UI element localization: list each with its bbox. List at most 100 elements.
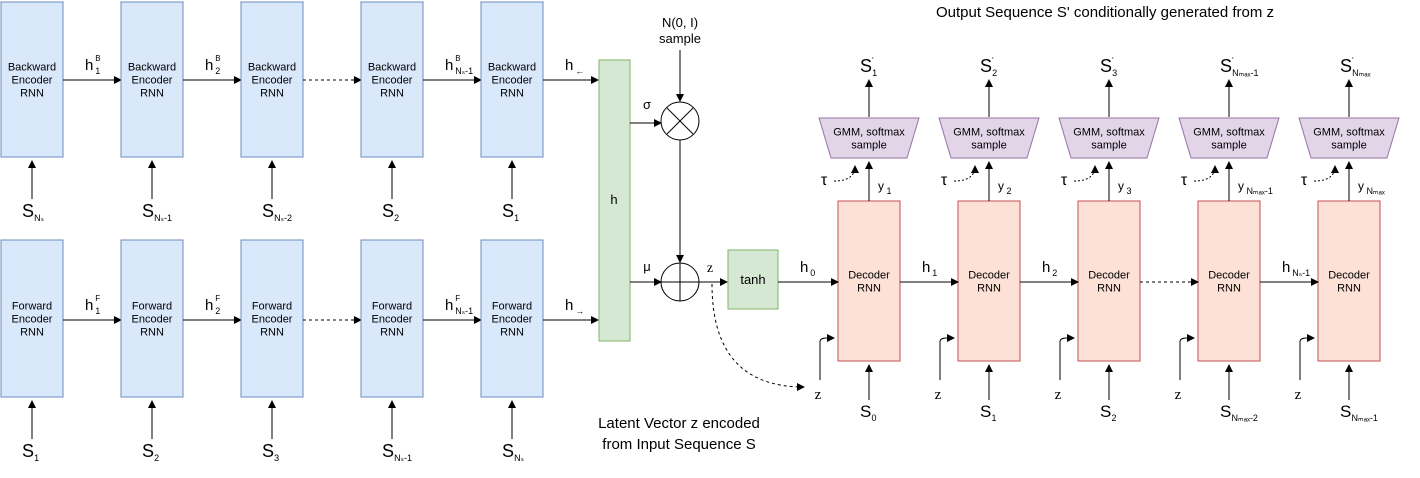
decoder-z-4: z xyxy=(1175,387,1182,403)
output-s-5-sub: Nₘₐₓ xyxy=(1352,68,1370,78)
forward-hidden-2-sup: F xyxy=(215,294,220,303)
forward-hidden-4-sub: Nₛ-1 xyxy=(455,306,473,316)
decoder-z-1: z xyxy=(815,387,822,403)
tau-label-5: τ xyxy=(1301,172,1308,189)
decoder-5-label-line-1: Decoder xyxy=(1328,269,1370,281)
backward-hidden-2-sup: B xyxy=(215,54,220,63)
backward-hidden-5-sub: ← xyxy=(575,66,584,76)
h-block xyxy=(598,59,631,342)
backward-hidden-1-main: h xyxy=(85,57,93,74)
backward-input-1-main: S xyxy=(22,201,34,221)
mu-label: μ xyxy=(643,259,651,274)
decoder-5-label-line-2: RNN xyxy=(1337,282,1361,294)
gmm-block-2-label-line-1: GMM, softmax xyxy=(953,126,1025,138)
decoder-z-5: z xyxy=(1295,387,1302,403)
backward-encoder-5-label-line-2: Encoder xyxy=(492,74,533,86)
backward-encoder-5-label-line-1: Backward xyxy=(488,61,536,73)
decoder-1-label-line-1: Decoder xyxy=(848,269,890,281)
forward-hidden-2-main: h xyxy=(205,297,213,314)
backward-hidden-5-main: h xyxy=(565,57,573,74)
output-s-1-sup: ' xyxy=(872,56,874,65)
forward-hidden-1-main: h xyxy=(85,297,93,314)
noise-label-line1: N(0, I) xyxy=(662,15,698,30)
decoder-hidden-3-sub: 2 xyxy=(1052,268,1057,278)
backward-input-2-main: S xyxy=(142,201,154,221)
decoder-input-4-sub: Nₘₐₓ-2 xyxy=(1232,413,1258,423)
decoder-output-y-4-sub: Nₘₐₓ-1 xyxy=(1246,186,1272,196)
output-s-2-sub: 2 xyxy=(992,68,997,78)
tau-label-2: τ xyxy=(941,172,948,189)
output-s-3: S'3 xyxy=(1100,56,1117,78)
decoder-1 xyxy=(837,200,901,362)
forward-hidden-1-sub: 1 xyxy=(95,306,100,316)
tau-label-3: τ xyxy=(1061,172,1068,189)
tau-arrow-3 xyxy=(1073,165,1099,182)
decoder-input-5-main: S xyxy=(1340,402,1351,421)
gmm-block-4 xyxy=(1178,117,1280,159)
backward-hidden-4-sub: Nₛ-1 xyxy=(455,66,473,76)
forward-input-3-sub: 3 xyxy=(274,453,279,463)
forward-input-4-sub: Nₛ-1 xyxy=(394,453,412,463)
forward-encoder-4-label-line-2: Encoder xyxy=(372,313,413,325)
output-s-4-main: S xyxy=(1220,56,1232,76)
backward-encoder-5-label-line-3: RNN xyxy=(500,87,524,99)
forward-input-2-sub: 2 xyxy=(154,453,159,463)
decoder-input-1-main: S xyxy=(860,402,871,421)
backward-hidden-1-sup: B xyxy=(95,54,100,63)
backward-encoder-2-label-line-1: Backward xyxy=(128,61,176,73)
forward-encoder-5-label-line-2: Encoder xyxy=(492,313,533,325)
backward-hidden-1-sub: 1 xyxy=(95,66,100,76)
backward-input-5-main: S xyxy=(502,201,514,221)
backward-input-2-sub: Nₛ-1 xyxy=(154,213,172,223)
gmm-block-3-label-line-2: sample xyxy=(1091,139,1126,151)
output-s-3-sub: 3 xyxy=(1112,68,1117,78)
gmm-block-1-label-line-2: sample xyxy=(851,139,886,151)
output-s-1-main: S xyxy=(860,56,872,76)
gmm-block-1 xyxy=(818,117,920,159)
tau-arrow-1 xyxy=(833,165,859,182)
forward-encoder-3-label-line-2: Encoder xyxy=(252,313,293,325)
gmm-block-4-label-line-1: GMM, softmax xyxy=(1193,126,1265,138)
backward-encoder-1-label-line-2: Encoder xyxy=(12,74,53,86)
decoder-hidden-1-sub: 0 xyxy=(810,268,815,278)
output-s-5-sup: ' xyxy=(1352,56,1354,65)
output-s-5: S'Nₘₐₓ xyxy=(1340,56,1371,78)
backward-hidden-4-main: h xyxy=(445,57,453,74)
backward-hidden-2-sub: 2 xyxy=(215,66,220,76)
forward-encoder-2 xyxy=(120,239,184,398)
forward-hidden-4-sup: F xyxy=(455,294,460,303)
output-s-1-sub: 1 xyxy=(872,68,877,78)
forward-encoder-1-label-line-2: Encoder xyxy=(12,313,53,325)
output-title: Output Sequence S' conditionally generat… xyxy=(936,4,1274,21)
forward-input-1-main: S xyxy=(22,441,34,461)
forward-encoder-1-label-line-1: Forward xyxy=(12,300,52,312)
decoder-output-y-5-main: y xyxy=(1358,179,1364,193)
decoder-z-arrow-5 xyxy=(1299,334,1315,380)
backward-encoder-1 xyxy=(0,1,64,158)
forward-encoder-5-label-line-3: RNN xyxy=(500,326,524,338)
backward-input-4-sub: 2 xyxy=(394,213,399,223)
decoder-z-3: z xyxy=(1055,387,1062,403)
backward-input-5-sub: 1 xyxy=(514,213,519,223)
gmm-block-1-label-line-1: GMM, softmax xyxy=(833,126,905,138)
h-block-label: h xyxy=(610,192,617,207)
decoder-hidden-5-sub: Nₛ-1 xyxy=(1292,268,1310,278)
backward-input-3-sub: Nₛ-2 xyxy=(274,213,292,223)
decoder-z-arrow-4 xyxy=(1179,334,1195,380)
backward-input-3-main: S xyxy=(262,201,274,221)
